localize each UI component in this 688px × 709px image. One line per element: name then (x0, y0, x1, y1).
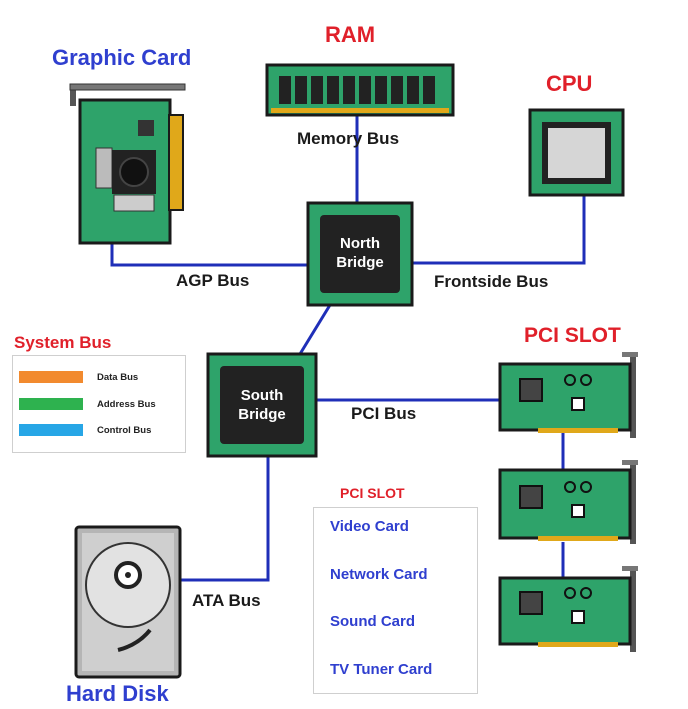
cpu-icon (528, 108, 625, 197)
north-bridge-label: North Bridge (320, 234, 400, 272)
agp-bus-label: AGP Bus (176, 271, 250, 290)
legend-swatch-control-bus (19, 424, 83, 436)
south-bridge-label-line2: Bridge (238, 406, 286, 423)
pci-card-2 (498, 460, 638, 544)
north-bridge-label-line2: Bridge (336, 254, 384, 271)
ata-bus-line (180, 456, 270, 582)
legend-label-control-bus: Control Bus (97, 424, 152, 436)
hard-disk-icon (74, 525, 182, 679)
ram-title: RAM (325, 22, 376, 47)
south-bridge-label: South Bridge (220, 386, 304, 424)
south-bridge-chip (206, 352, 318, 458)
hard-disk-title: Hard Disk (66, 681, 169, 706)
frontside-bus-label: Frontside Bus (434, 272, 549, 291)
frontside-bus-line (412, 195, 586, 265)
legend-item-control-bus: Control Bus (19, 423, 151, 437)
legend-item-data-bus: Data Bus (19, 370, 138, 384)
memory-bus-label: Memory Bus (297, 129, 400, 148)
agp-bus-line (110, 243, 308, 267)
ram-icon (265, 63, 455, 117)
north-bridge-label-line1: North (340, 235, 380, 252)
legend-title: System Bus (14, 333, 112, 352)
cpu-title: CPU (546, 71, 593, 96)
legend-label-data-bus: Data Bus (97, 371, 139, 383)
pci-slot-title: PCI SLOT (524, 324, 621, 347)
bridge-link-line (298, 304, 332, 355)
north-bridge-chip (306, 201, 414, 307)
ata-bus-label: ATA Bus (192, 591, 261, 610)
graphic-card-icon (69, 83, 186, 245)
pci-slot-list-box: Video Card Network Card Sound Card TV Tu… (313, 507, 478, 694)
legend-swatch-address-bus (19, 398, 83, 410)
legend-box: Data Bus Address Bus Control Bus (12, 355, 186, 453)
pci-slot-list-title: PCI SLOT (340, 485, 405, 501)
pci-card-1 (498, 352, 638, 438)
legend-label-address-bus: Address Bus (97, 398, 156, 410)
graphic-card-title: Graphic Card (52, 45, 192, 70)
legend-swatch-data-bus (19, 371, 83, 383)
pci-slot-item-tv-tuner-card: TV Tuner Card (330, 661, 433, 678)
south-bridge-label-line1: South (240, 387, 284, 404)
pci-card-3 (498, 566, 638, 652)
bus-lines (110, 115, 586, 582)
pci-slot-item-network-card: Network Card (330, 566, 428, 583)
legend-item-address-bus: Address Bus (19, 397, 156, 411)
pci-bus-label: PCI Bus (351, 404, 417, 423)
pci-slot-item-video-card: Video Card (330, 518, 409, 535)
pci-slot-item-sound-card: Sound Card (330, 613, 415, 630)
